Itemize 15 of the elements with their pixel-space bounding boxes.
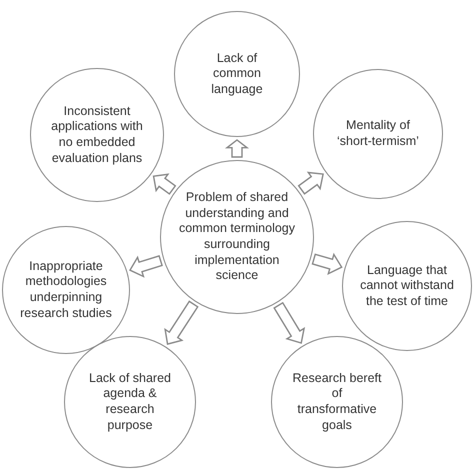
node-text: Language that cannot withstand the test of time [359,262,455,310]
node-text: Lack of common language [210,50,264,98]
block-arrow [312,252,343,276]
block-arrow [129,255,163,278]
node-text: Lack of shared agenda & research purpose [88,370,172,434]
node-text: Research bereft of transformative goals [292,370,382,434]
node-text: Mentality of ‘short-termism’ [336,118,420,150]
block-arrow [298,172,324,195]
block-arrow [152,173,176,195]
node-text: Inconsistent applications with no embedded evaluation plans [51,104,143,166]
node-text: Problem of shared understanding and common terminology surrounding implementation science [178,190,296,284]
block-arrow [224,139,250,158]
node-text: Inappropriate methodologies underpinning research studies [19,258,113,322]
block-arrow [273,302,306,344]
block-arrow [164,300,199,345]
